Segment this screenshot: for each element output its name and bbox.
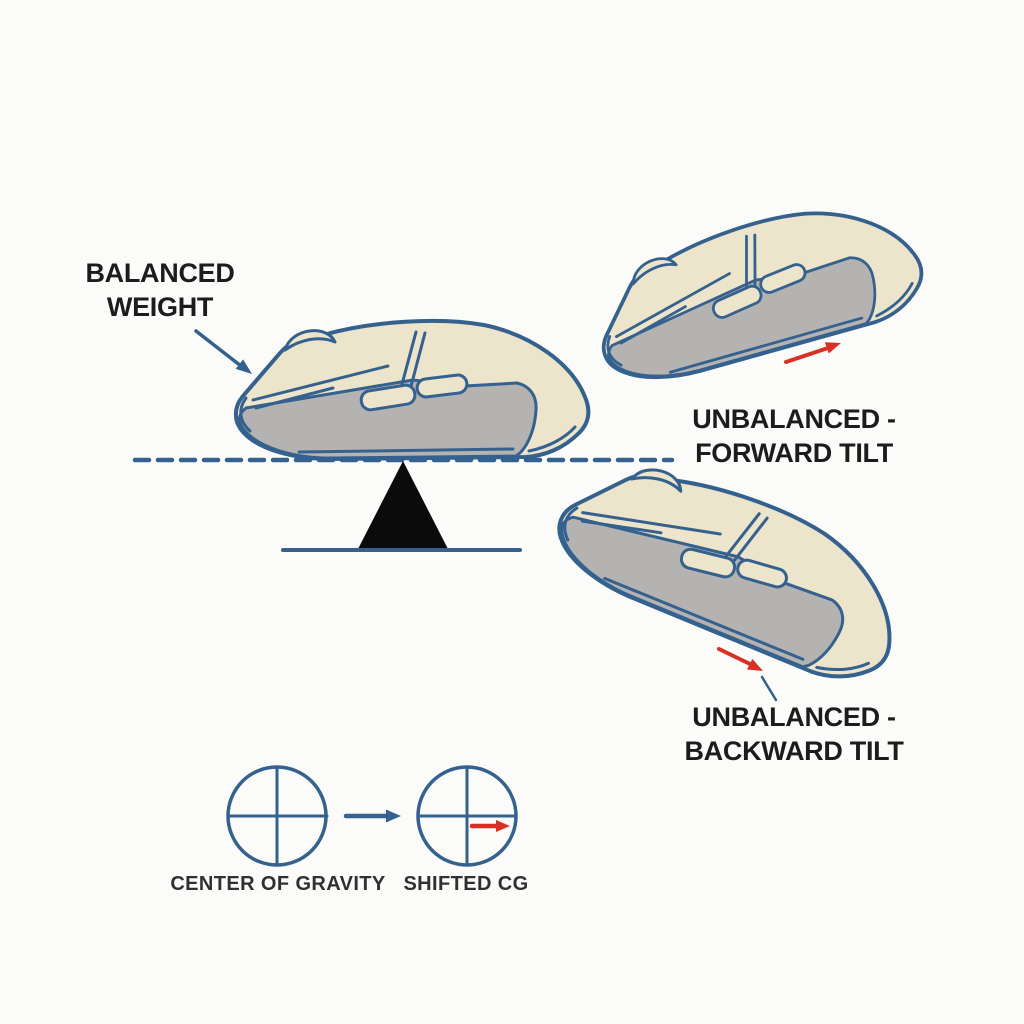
- center-of-gravity-caption: CENTER OF GRAVITY: [170, 873, 386, 895]
- balanced-weight-label-line1: BALANCED: [85, 258, 235, 288]
- mouse-backward-tilt-illustration: [544, 433, 922, 698]
- cg-shift-arrow-icon: [469, 820, 510, 832]
- balanced-pointer-arrow-icon: [194, 329, 252, 374]
- unbalanced-backward-label-line1: UNBALANCED -: [692, 702, 896, 732]
- balanced-weight-label: BALANCED WEIGHT: [52, 256, 268, 324]
- backward-label-leader-line: [760, 675, 778, 702]
- fulcrum-triangle-icon: [358, 461, 448, 549]
- forward-tilt-arrow-icon: [784, 342, 841, 364]
- cg-circle-left-icon: [226, 765, 329, 867]
- backward-tilt-arrow-icon: [717, 647, 763, 671]
- unbalanced-backward-label-line2: BACKWARD TILT: [684, 736, 904, 766]
- mouse-forward-tilt-illustration: [580, 182, 934, 396]
- shifted-cg-caption: SHIFTED CG: [403, 873, 529, 895]
- unbalanced-forward-label-line1: UNBALANCED -: [692, 404, 896, 434]
- unbalanced-forward-label-line2: FORWARD TILT: [695, 438, 893, 468]
- unbalanced-forward-label: UNBALANCED - FORWARD TILT: [653, 402, 935, 470]
- balanced-weight-label-line2: WEIGHT: [106, 292, 214, 322]
- cg-transition-arrow-icon: [343, 809, 401, 823]
- cg-circle-right-icon: [416, 765, 518, 867]
- mouse-balanced-illustration: [233, 318, 591, 461]
- unbalanced-backward-label: UNBALANCED - BACKWARD TILT: [653, 700, 935, 768]
